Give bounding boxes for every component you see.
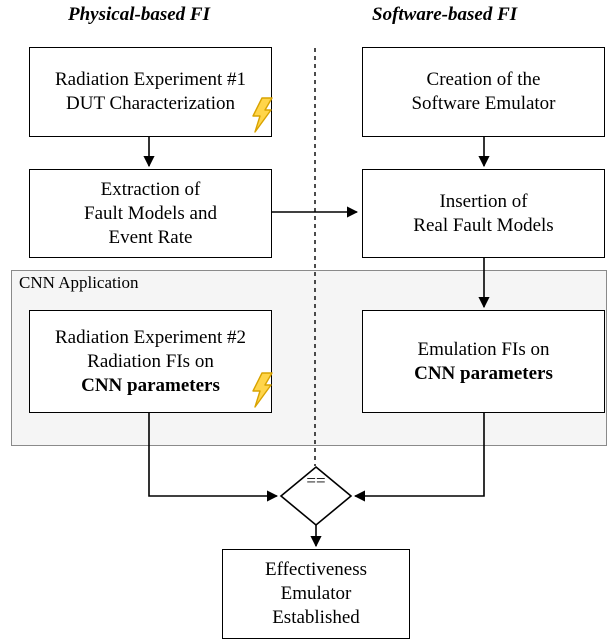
cnn-parameters-bold-right: CNN parameters <box>414 362 553 384</box>
lightning-bolt-icon <box>252 372 273 408</box>
arrow-emulation-to-decision <box>353 413 485 502</box>
software-fi-title: Software-based FI <box>372 4 518 25</box>
insertion-line-1: Insertion of <box>439 190 528 212</box>
cnn-application-label: CNN Application <box>19 273 139 292</box>
arrow-exp2-to-decision <box>148 413 279 502</box>
creation-line-2: Software Emulator <box>411 93 556 114</box>
effectiveness-line-2: Emulator <box>280 583 352 604</box>
extraction-line-1: Extraction of <box>100 178 201 200</box>
lightning-bolt-icon <box>252 97 273 133</box>
dut-characterization-text: DUT Characterization <box>66 93 235 114</box>
radiation-experiment-1-box: Radiation Experiment #1 DUT Characteriza… <box>29 47 272 137</box>
insertion-line-2: Real Fault Models <box>413 214 554 236</box>
emulation-line-1: Emulation FIs on <box>417 338 550 360</box>
creation-line-1: Creation of the <box>426 69 541 90</box>
effectiveness-line-3: Established <box>272 607 360 628</box>
emulation-box: Emulation FIs on CNN parameters <box>362 310 605 413</box>
effectiveness-box: Effectiveness Emulator Established <box>222 549 410 639</box>
cnn-parameters-bold-left: CNN parameters <box>81 374 220 396</box>
effectiveness-line-1: Effectiveness <box>265 559 367 580</box>
extraction-box: Extraction of Fault Models and Event Rat… <box>29 169 272 258</box>
creation-box: Creation of the Software Emulator <box>362 47 605 137</box>
radiation-experiment-2-title: Radiation Experiment #2 <box>54 326 246 348</box>
extraction-line-2: Fault Models and <box>84 202 217 224</box>
radiation-fis-text: Radiation FIs on <box>87 350 214 372</box>
extraction-line-3: Event Rate <box>108 226 193 248</box>
insertion-box: Insertion of Real Fault Models <box>362 169 605 258</box>
physical-fi-title: Physical-based FI <box>68 4 210 25</box>
comparison-symbol: == <box>306 471 326 490</box>
radiation-experiment-1-title: Radiation Experiment #1 <box>54 69 246 90</box>
radiation-experiment-2-box: Radiation Experiment #2 Radiation FIs on… <box>29 310 272 413</box>
